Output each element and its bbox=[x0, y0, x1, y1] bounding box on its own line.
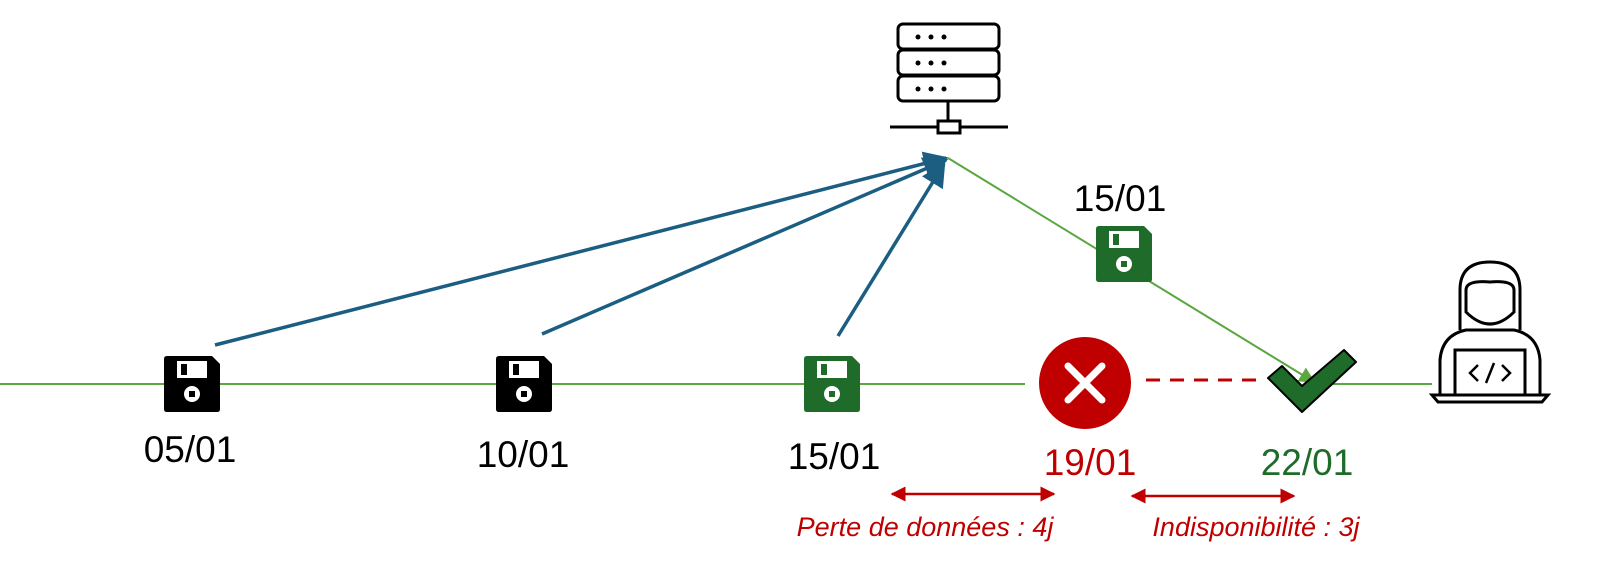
backup-date-2: 10/01 bbox=[477, 434, 570, 475]
restored-backup-date: 15/01 bbox=[1074, 178, 1167, 219]
backup-disk-1-icon bbox=[164, 356, 220, 412]
downtime-label: Indisponibilité : 3j bbox=[1152, 512, 1360, 542]
recovery-checkmark-icon bbox=[1267, 349, 1357, 413]
upload-arrow-2 bbox=[541, 157, 949, 336]
failure-date: 19/01 bbox=[1044, 442, 1137, 483]
upload-arrow-1 bbox=[214, 151, 949, 347]
backup-date-3: 15/01 bbox=[788, 436, 881, 477]
backup-disk-3-icon bbox=[804, 356, 860, 412]
restored-backup-disk-icon bbox=[1096, 226, 1152, 282]
recovery-date: 22/01 bbox=[1261, 442, 1354, 483]
server-rack-icon bbox=[890, 22, 1008, 135]
upload-arrow-3 bbox=[836, 161, 946, 337]
data-loss-label: Perte de données : 4j bbox=[797, 512, 1055, 542]
backup-date-1: 05/01 bbox=[144, 429, 237, 470]
backup-disk-2-icon bbox=[496, 356, 552, 412]
failure-x-icon bbox=[1039, 337, 1131, 429]
developer-at-laptop-icon bbox=[1428, 260, 1552, 404]
